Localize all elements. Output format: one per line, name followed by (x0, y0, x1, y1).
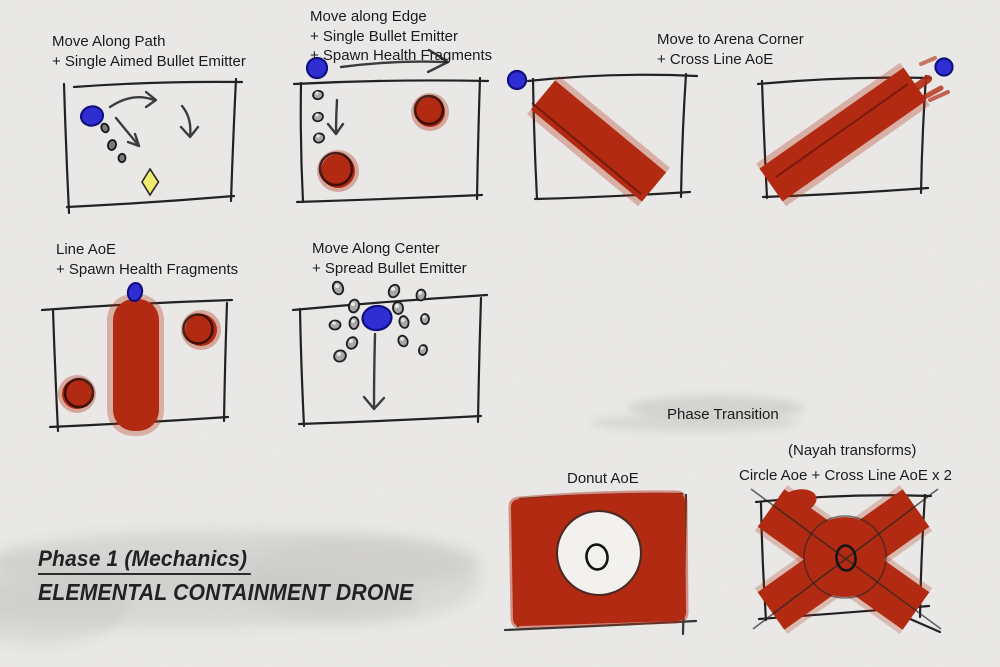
arrowhead-icon (362, 395, 386, 411)
drone-marker (934, 57, 954, 77)
health-fragment-icon (141, 167, 160, 197)
label-line: Move Along Center (312, 240, 440, 257)
arrowhead-icon (426, 48, 450, 74)
aoe-circle (58, 375, 96, 413)
panel-move-along-path-sketch (62, 77, 244, 215)
label-line: + Spawn Health Fragments (310, 47, 493, 64)
label-line: Phase Transition (667, 406, 779, 423)
label-line: (Nayah transforms) (788, 442, 917, 459)
drone-marker (126, 281, 144, 303)
phase-title: Phase 1 (Mechanics) (38, 546, 252, 575)
drone-marker (305, 56, 329, 80)
label-nayah-transforms: (Nayah transforms) (788, 441, 916, 461)
donut-hole (558, 512, 640, 594)
label-line: + Cross Line AoE (657, 50, 774, 68)
bullet-dot (415, 288, 427, 302)
path-arrow (180, 104, 192, 138)
label-line: Donut AoE (567, 470, 639, 487)
title-block: Phase 1 (Mechanics) ELEMENTAL CONTAINMEN… (38, 546, 446, 606)
label-line: + Spawn Health Fragments (56, 260, 239, 278)
panel-line-aoe-sketch (40, 281, 234, 436)
drone-marker (506, 69, 528, 91)
aimed-shot-arrow (114, 116, 141, 148)
drone-marker (361, 304, 393, 332)
boss-marker (585, 543, 609, 571)
aoe-circle (181, 310, 221, 350)
arrowhead-icon (126, 132, 141, 148)
aoe-line-edge (531, 102, 642, 195)
circle-aoe-outline (803, 515, 887, 599)
bullet-dot (348, 316, 360, 330)
aoe-line-edge (775, 83, 909, 178)
arrowhead-icon (144, 90, 158, 109)
aoe-circle (317, 150, 359, 192)
bullet-dot (117, 152, 127, 164)
panel-donut-aoe-sketch (503, 490, 698, 636)
arena-box (292, 76, 490, 204)
donut-hole-outline (556, 510, 642, 596)
label-circle-cross-aoe: Circle Aoe + Cross Line AoE x 2 (739, 466, 952, 486)
label-line: + Spread Bullet Emitter (312, 259, 467, 277)
label-move-along-path: Move Along Path + Single Aimed Bullet Em… (52, 32, 246, 71)
label-line: Move to Arena Corner (657, 31, 804, 48)
label-line: + Single Aimed Bullet Emitter (52, 52, 246, 70)
label-line: Line AoE (56, 241, 117, 258)
label-line: Circle Aoe + Cross Line AoE x 2 (739, 467, 953, 484)
title-smudge (0, 555, 130, 645)
aoe-scribble (898, 56, 950, 107)
bullet-arrow (334, 98, 339, 136)
bullet-dot (333, 349, 347, 363)
center-move-arrow (372, 332, 377, 411)
label-move-along-edge: Move along Edge + Single Bullet Emitter … (310, 7, 492, 66)
panel-corner-aoe-right-sketch (756, 56, 954, 207)
bullet-dot (312, 89, 324, 101)
circle-aoe (805, 517, 885, 597)
arena-box (62, 77, 244, 215)
label-line: + Single Bullet Emitter (310, 27, 458, 45)
drone-marker (79, 105, 105, 127)
arena-box (526, 72, 699, 201)
label-line-aoe: Line AoE + Spawn Health Fragments (56, 240, 238, 279)
arrowhead-icon (326, 122, 345, 136)
label-line: Move Along Path (52, 33, 166, 50)
panel-cross-aoe-sketch (750, 485, 942, 634)
bullet-dot (107, 139, 117, 151)
boss-name-title: ELEMENTAL CONTAINMENT DRONE (38, 579, 414, 605)
bullet-column (312, 89, 326, 144)
title-smudge (240, 536, 480, 624)
aoe-scribble (777, 489, 817, 515)
boss-marker (835, 544, 857, 572)
edge-move-arrow (339, 60, 446, 69)
brush-smudges (0, 395, 804, 645)
path-arrow (108, 96, 156, 109)
panel-corner-aoe-left-sketch (506, 69, 699, 207)
bullet-dot (420, 313, 430, 325)
aoe-line (113, 299, 159, 431)
aoe-circle (411, 93, 449, 131)
panel-move-along-edge-sketch (292, 48, 490, 204)
label-move-to-arena-corner: Move to Arena Corner + Cross Line AoE (657, 30, 804, 69)
label-phase-transition: Phase Transition (667, 405, 779, 425)
phase-transition-smudge (590, 414, 800, 432)
label-donut-aoe: Donut AoE (567, 469, 639, 489)
label-line: Move along Edge (310, 8, 427, 25)
panel-move-along-center-sketch (291, 280, 489, 428)
spread-bullets (328, 280, 430, 363)
cross-sketch-line (752, 488, 939, 630)
label-move-along-center: Move Along Center + Spread Bullet Emitte… (312, 239, 467, 278)
arrowhead-icon (179, 125, 200, 139)
arena-box (291, 293, 489, 428)
bullet-dot (100, 122, 110, 134)
aoe-line (530, 80, 667, 202)
aoe-line (759, 67, 927, 202)
